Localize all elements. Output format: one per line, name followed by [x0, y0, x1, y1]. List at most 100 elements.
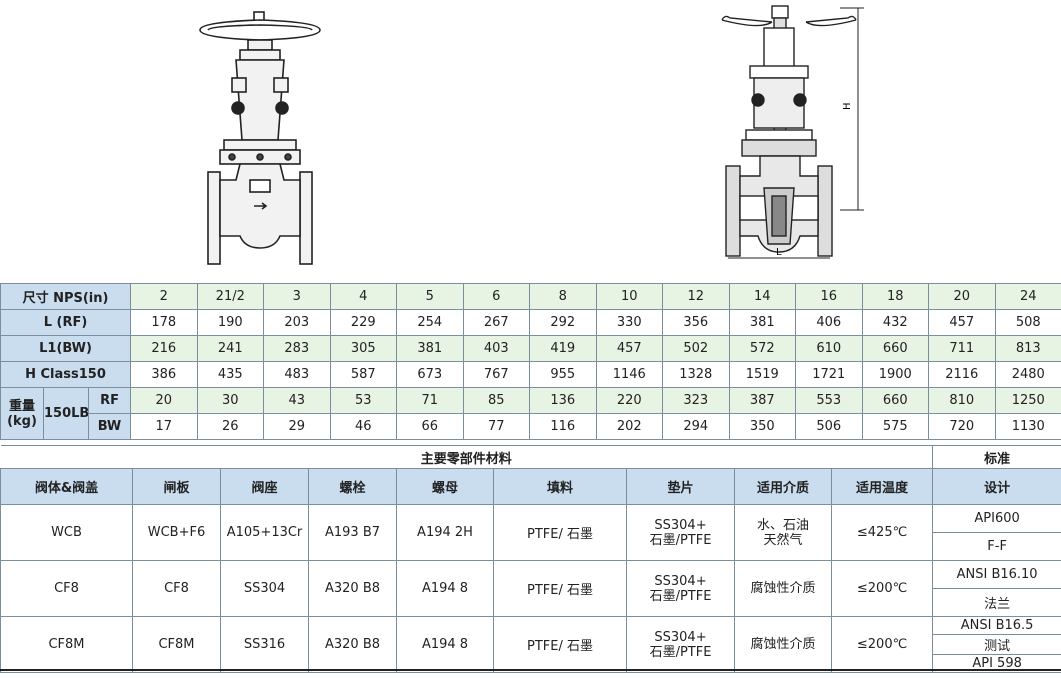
- cell-w-bw: 116: [529, 413, 597, 440]
- column-header: 填料: [493, 468, 627, 505]
- cell-seat: SS304: [220, 560, 309, 617]
- cell-w-rf: 323: [662, 387, 730, 414]
- cell-l1-bw: 241: [196, 335, 265, 362]
- cell-nps: 4: [329, 283, 398, 310]
- column-header: 垫片: [626, 468, 735, 505]
- cell-h: 1519: [728, 361, 797, 388]
- standard-item: ANSI B16.5: [933, 618, 1061, 635]
- cell-w-bw: 202: [595, 413, 664, 440]
- gasket-line-2: 石墨/PTFE: [649, 588, 712, 604]
- cell-packing: PTFE/ 石墨: [493, 504, 627, 561]
- column-header: 适用介质: [734, 468, 832, 505]
- cell-l1-bw: 813: [994, 335, 1061, 362]
- cell-seat: A105+13Cr: [220, 504, 309, 561]
- cell-w-bw: 294: [662, 413, 730, 440]
- standard-title: 标准: [932, 445, 1061, 469]
- cell-l-rf: 254: [396, 309, 464, 336]
- cell-nps: 24: [994, 283, 1061, 310]
- cell-h: 767: [462, 361, 531, 388]
- cell-nps: 14: [728, 283, 797, 310]
- cell-seat: SS316: [220, 616, 309, 673]
- standard-item: API 598: [972, 656, 1022, 671]
- cell-nps: 8: [529, 283, 597, 310]
- cell-wedge: CF8M: [132, 616, 221, 673]
- medium-line-1: 腐蚀性介质: [750, 637, 816, 652]
- cell-l-rf: 508: [994, 309, 1061, 336]
- column-header: 阀座: [220, 468, 309, 505]
- standard-item: 测试: [933, 635, 1061, 655]
- cell-h: 1900: [861, 361, 930, 388]
- cell-nps: 2: [130, 283, 198, 310]
- cell-body: WCB: [0, 504, 133, 561]
- column-header: 适用温度: [830, 468, 934, 505]
- cell-temp: ≤200℃: [830, 616, 934, 673]
- cell-w-rf: 43: [263, 387, 331, 414]
- bottom-rule: [0, 669, 1061, 671]
- cell-temp: ≤200℃: [830, 560, 934, 617]
- cell-l-rf: 292: [529, 309, 597, 336]
- cell-w-bw: 17: [130, 413, 198, 440]
- cell-bolt: A320 B8: [308, 560, 397, 617]
- cell-nps: 5: [396, 283, 464, 310]
- cell-gasket: SS304+石墨/PTFE: [626, 504, 735, 561]
- cell-l-rf: 457: [928, 309, 996, 336]
- cell-l-rf: 178: [130, 309, 198, 336]
- cell-medium: 腐蚀性介质: [734, 616, 832, 673]
- materials-table: 主要零部件材料 标准 阀体&阀盖闸板阀座螺栓螺母填料垫片适用介质适用温度设计 W…: [0, 445, 1061, 673]
- cell-h: 2480: [994, 361, 1061, 388]
- gasket-line-1: SS304+: [654, 573, 707, 589]
- weight-label: 重量 (kg): [0, 387, 44, 440]
- materials-title: 主要零部件材料: [0, 445, 934, 469]
- cell-l1-bw: 419: [529, 335, 597, 362]
- cell-w-rf: 553: [795, 387, 863, 414]
- cell-packing: PTFE/ 石墨: [493, 560, 627, 617]
- cell-w-rf: 30: [196, 387, 265, 414]
- cell-l1-bw: 381: [396, 335, 464, 362]
- h-label: H Class150: [0, 361, 132, 388]
- materials-header-row: 阀体&阀盖闸板阀座螺栓螺母填料垫片适用介质适用温度设计: [0, 468, 1061, 505]
- cell-w-rf: 810: [928, 387, 996, 414]
- cell-l1-bw: 457: [595, 335, 664, 362]
- cell-nps: 12: [662, 283, 730, 310]
- cell-w-bw: 506: [795, 413, 863, 440]
- valve-section-view: [721, 5, 864, 259]
- cell-nut: A194 2H: [396, 504, 494, 561]
- cell-h: 1146: [595, 361, 664, 388]
- gasket-line-2: 石墨/PTFE: [649, 644, 712, 660]
- gasket-line-1: SS304+: [654, 517, 707, 533]
- cell-w-bw: 720: [928, 413, 996, 440]
- cell-w-bw: 1130: [994, 413, 1061, 440]
- cell-l1-bw: 711: [928, 335, 996, 362]
- cell-nps: 10: [595, 283, 664, 310]
- cell-nut: A194 8: [396, 560, 494, 617]
- cell-h: 1328: [662, 361, 730, 388]
- cell-body: CF8M: [0, 616, 133, 673]
- cell-wedge: CF8: [132, 560, 221, 617]
- cell-w-rf: 660: [861, 387, 930, 414]
- cell-l-rf: 406: [795, 309, 863, 336]
- cell-bolt: A193 B7: [308, 504, 397, 561]
- cell-w-rf: 85: [462, 387, 531, 414]
- cell-nps: 21/2: [196, 283, 265, 310]
- cell-l-rf: 356: [662, 309, 730, 336]
- valve-drawings: H L: [199, 5, 864, 265]
- cell-l-rf: 381: [728, 309, 797, 336]
- bw-label: BW: [87, 413, 132, 440]
- gasket-line-2: 石墨/PTFE: [649, 532, 712, 548]
- dim-l-label: L: [776, 247, 782, 258]
- cell-medium: 腐蚀性介质: [734, 560, 832, 617]
- dim-h-label: H: [842, 102, 853, 110]
- cell-w-rf: 387: [728, 387, 797, 414]
- column-header: 螺母: [396, 468, 494, 505]
- cell-w-rf: 20: [130, 387, 198, 414]
